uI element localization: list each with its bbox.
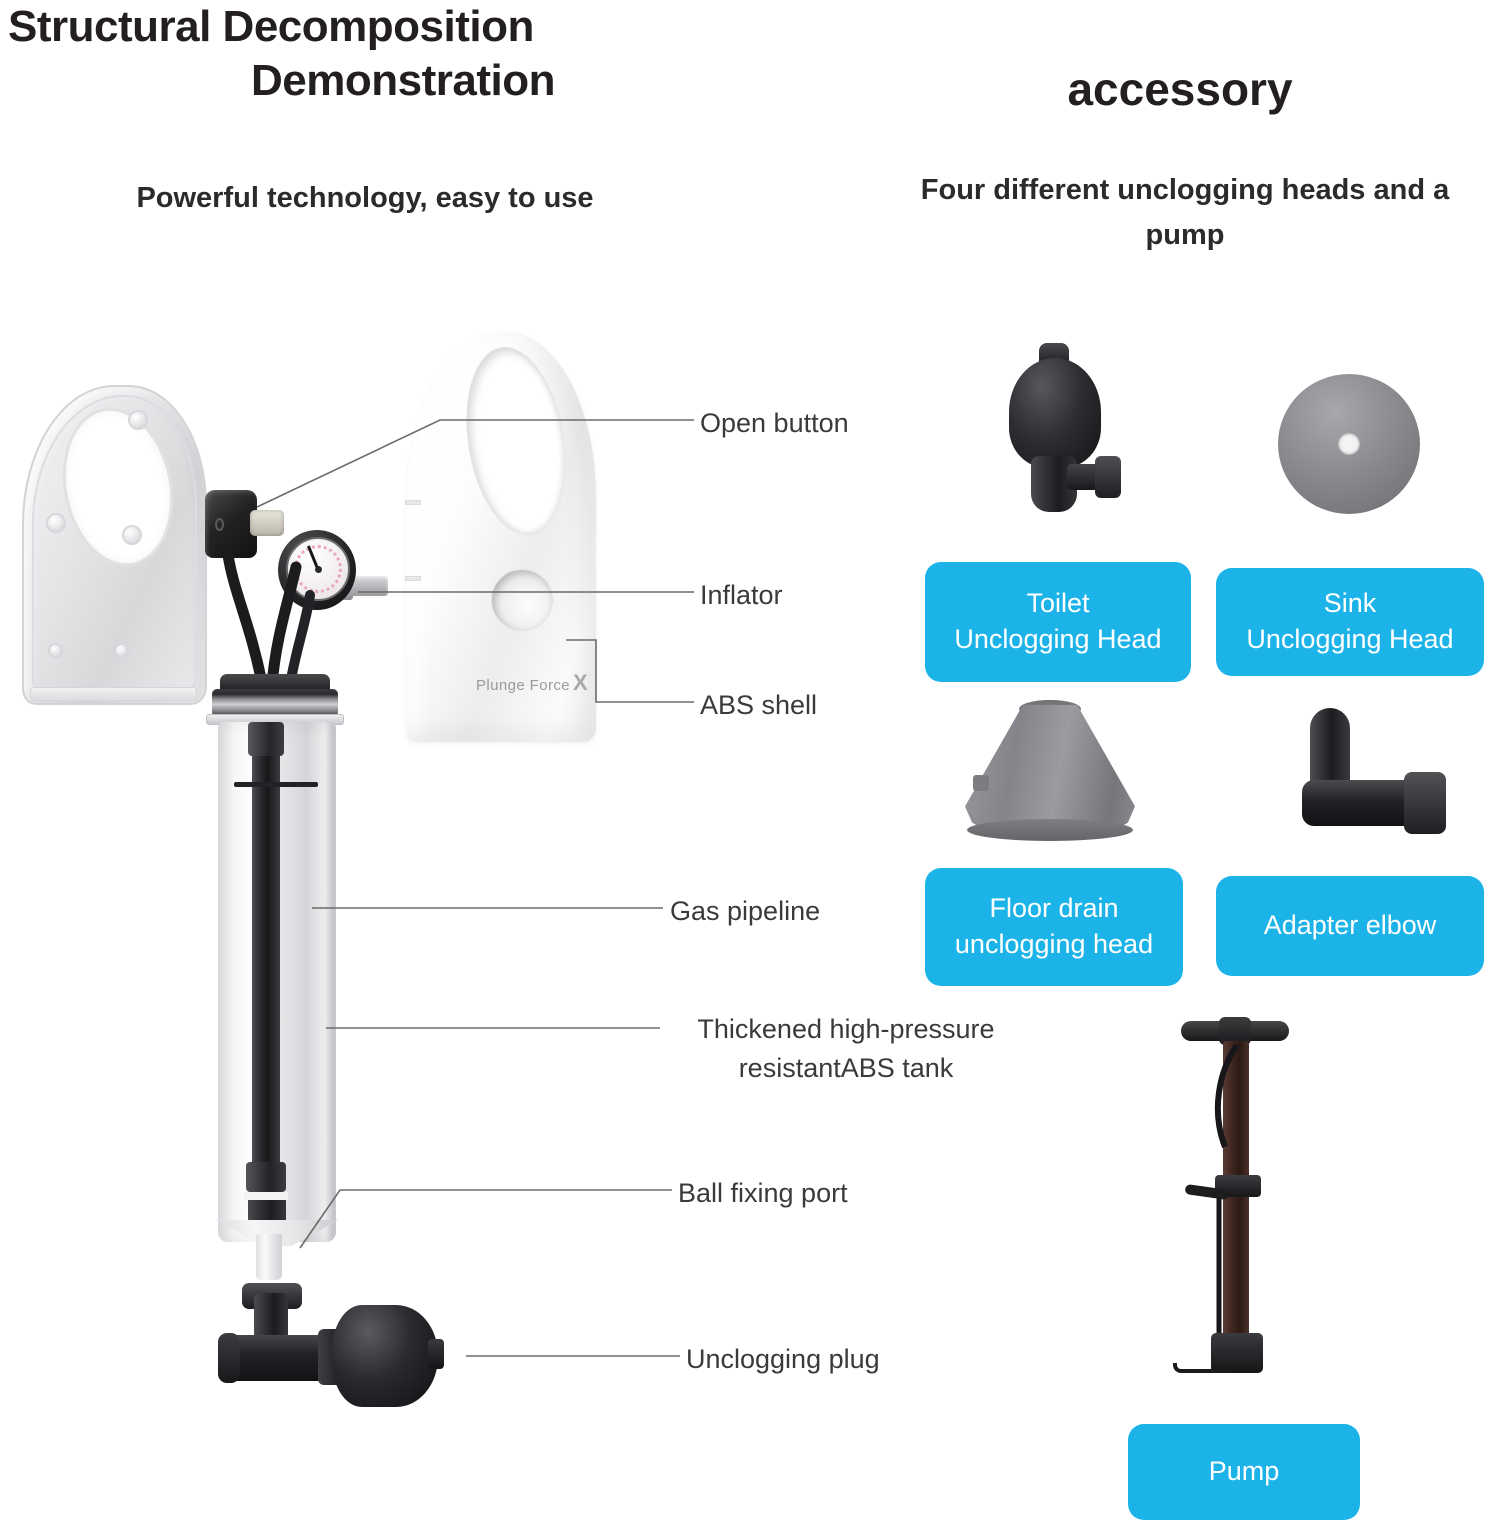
elbow-vertical-arm bbox=[1310, 708, 1350, 786]
accessory-label-pump: Pump bbox=[1128, 1424, 1360, 1520]
gas-pipeline-top-fitting bbox=[248, 722, 284, 756]
left-panel-title: Structural Decomposition Demonstration bbox=[8, 0, 788, 107]
plug-tee-end-cap bbox=[218, 1333, 240, 1383]
right-panel-subtitle: Four different unclogging heads and a pu… bbox=[920, 174, 1450, 251]
adapter-elbow-icon bbox=[1300, 700, 1450, 840]
gas-pipeline-part bbox=[252, 726, 280, 1200]
screw-boss-icon bbox=[122, 525, 142, 545]
callout-abs-shell: ABS shell bbox=[700, 690, 818, 720]
accessory-label-sink-head: Sink Unclogging Head bbox=[1216, 568, 1484, 676]
open-button-indicator-icon bbox=[215, 518, 224, 531]
open-button-part bbox=[205, 490, 284, 558]
floor-head-lug bbox=[973, 775, 989, 791]
cap-ring-lower bbox=[212, 689, 338, 717]
cap-ring-upper bbox=[220, 674, 330, 692]
plug-rubber-bulb bbox=[332, 1305, 438, 1407]
callout-inflator: Inflator bbox=[700, 580, 783, 610]
sink-unclogging-head-icon bbox=[1278, 374, 1420, 514]
floor-head-cone bbox=[965, 705, 1135, 835]
open-button-cap bbox=[205, 490, 257, 558]
gauge-stem bbox=[346, 576, 388, 596]
product-brand-mark-icon: X bbox=[573, 670, 589, 695]
accessory-label-adapter-elbow: Adapter elbow bbox=[1216, 876, 1484, 976]
shell-outer-notch-lower bbox=[405, 576, 421, 581]
screw-boss-icon bbox=[114, 643, 129, 658]
shell-inner-lip bbox=[30, 687, 197, 701]
screw-boss-icon bbox=[46, 513, 66, 533]
open-button-valve bbox=[250, 510, 284, 536]
gas-pipeline-band bbox=[244, 1192, 288, 1201]
shell-outer-gauge-opening bbox=[491, 569, 553, 631]
sink-head-center-hole bbox=[1338, 433, 1360, 455]
accessory-label-floor-drain-head: Floor drain unclogging head bbox=[925, 868, 1183, 986]
high-pressure-abs-tank bbox=[216, 722, 338, 1280]
toilet-unclogging-head-icon bbox=[1003, 340, 1123, 530]
gas-pipeline-crossbar bbox=[234, 782, 318, 787]
callout-unclogging-plug: Unclogging plug bbox=[686, 1344, 880, 1374]
ball-fixing-port-neck bbox=[256, 1234, 282, 1280]
pump-hose-icon bbox=[1214, 1043, 1240, 1345]
toilet-head-bulb bbox=[1009, 358, 1101, 468]
elbow-horizontal-arm bbox=[1302, 780, 1414, 826]
right-panel-title: accessory bbox=[1067, 63, 1293, 115]
callout-open-button: Open button bbox=[700, 408, 849, 438]
screw-boss-icon bbox=[48, 643, 63, 658]
elbow-nut bbox=[1404, 772, 1446, 834]
product-brand-text: Plunge Force bbox=[476, 677, 571, 694]
gas-pipeline-bottom-fitting bbox=[246, 1162, 286, 1192]
floor-drain-unclogging-head-icon bbox=[965, 700, 1135, 841]
accessory-label-toilet-head: Toilet Unclogging Head bbox=[925, 562, 1191, 682]
callout-ball-fixing-port: Ball fixing port bbox=[678, 1178, 848, 1208]
pump-handle-joint bbox=[1219, 1017, 1251, 1045]
left-panel-subtitle: Powerful technology, easy to use bbox=[136, 182, 594, 214]
screw-boss-icon bbox=[128, 410, 148, 430]
toilet-head-nut bbox=[1095, 456, 1121, 498]
callout-gas-pipeline: Gas pipeline bbox=[670, 896, 821, 926]
shell-outer-notch-upper bbox=[405, 500, 421, 505]
left-panel-title-line2: Demonstration bbox=[251, 55, 555, 105]
floor-head-base-rim bbox=[967, 819, 1133, 841]
pump-base bbox=[1211, 1333, 1263, 1373]
gauge-hub bbox=[314, 565, 322, 573]
plug-bulb-tip bbox=[428, 1339, 444, 1369]
left-panel-title-line1: Structural Decomposition bbox=[8, 2, 534, 51]
unclogging-plug-assembly bbox=[218, 1283, 444, 1413]
callout-high-pressure-tank: Thickened high-pressure resistantABS tan… bbox=[697, 1014, 995, 1084]
pump-icon bbox=[1173, 1015, 1295, 1393]
pump-foot-plate bbox=[1173, 1363, 1233, 1373]
